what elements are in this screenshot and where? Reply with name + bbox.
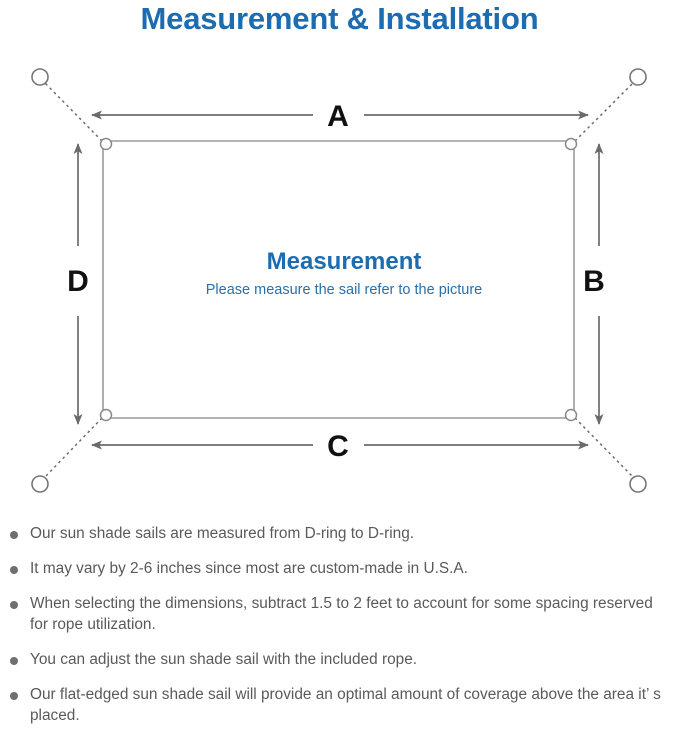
page-title: Measurement & Installation bbox=[140, 1, 539, 36]
d-ring-top-left bbox=[99, 137, 113, 151]
note-text: It may vary by 2-6 inches since most are… bbox=[30, 560, 468, 577]
rope-top-left bbox=[44, 82, 103, 142]
list-item: You can adjust the sun shade sail with t… bbox=[0, 649, 679, 670]
d-ring-bottom-left bbox=[99, 408, 113, 422]
note-text: When selecting the dimensions, subtract … bbox=[30, 595, 653, 633]
list-item: It may vary by 2-6 inches since most are… bbox=[0, 558, 679, 579]
note-text: Our flat-edged sun shade sail will provi… bbox=[30, 686, 661, 724]
dimension-label-c: C bbox=[327, 430, 349, 463]
note-text: You can adjust the sun shade sail with t… bbox=[30, 651, 418, 668]
sail-diagram: A C D B Measurement Please measure the s… bbox=[0, 48, 679, 518]
d-ring-top-right bbox=[564, 137, 578, 151]
anchor-rings bbox=[31, 68, 647, 493]
list-item: When selecting the dimensions, subtract … bbox=[0, 593, 679, 635]
rope-bottom-left bbox=[44, 417, 103, 478]
sail-heading: Measurement bbox=[267, 248, 422, 275]
rope-lines bbox=[44, 82, 634, 478]
list-item: Our sun shade sails are measured from D-… bbox=[0, 523, 679, 544]
dimension-label-a: A bbox=[327, 100, 349, 133]
anchor-ring-top-left bbox=[31, 68, 49, 86]
bullet-icon bbox=[10, 692, 18, 700]
bullet-icon bbox=[10, 531, 18, 539]
d-ring-bottom-right bbox=[564, 408, 578, 422]
rope-bottom-right bbox=[574, 417, 634, 478]
anchor-ring-bottom-right bbox=[629, 475, 647, 493]
bullet-icon bbox=[10, 601, 18, 609]
anchor-ring-bottom-left bbox=[31, 475, 49, 493]
bullet-icon bbox=[10, 566, 18, 574]
sail-subheading: Please measure the sail refer to the pic… bbox=[206, 282, 482, 298]
list-item: Our flat-edged sun shade sail will provi… bbox=[0, 684, 679, 726]
sail-rectangle bbox=[102, 140, 575, 419]
dimension-label-d: D bbox=[67, 265, 89, 298]
d-rings bbox=[99, 137, 578, 422]
bullet-icon bbox=[10, 657, 18, 665]
notes-list: Our sun shade sails are measured from D-… bbox=[0, 523, 679, 740]
anchor-ring-top-right bbox=[629, 68, 647, 86]
rope-top-right bbox=[574, 82, 634, 142]
dimension-label-b: B bbox=[583, 265, 605, 298]
note-text: Our sun shade sails are measured from D-… bbox=[30, 525, 415, 542]
